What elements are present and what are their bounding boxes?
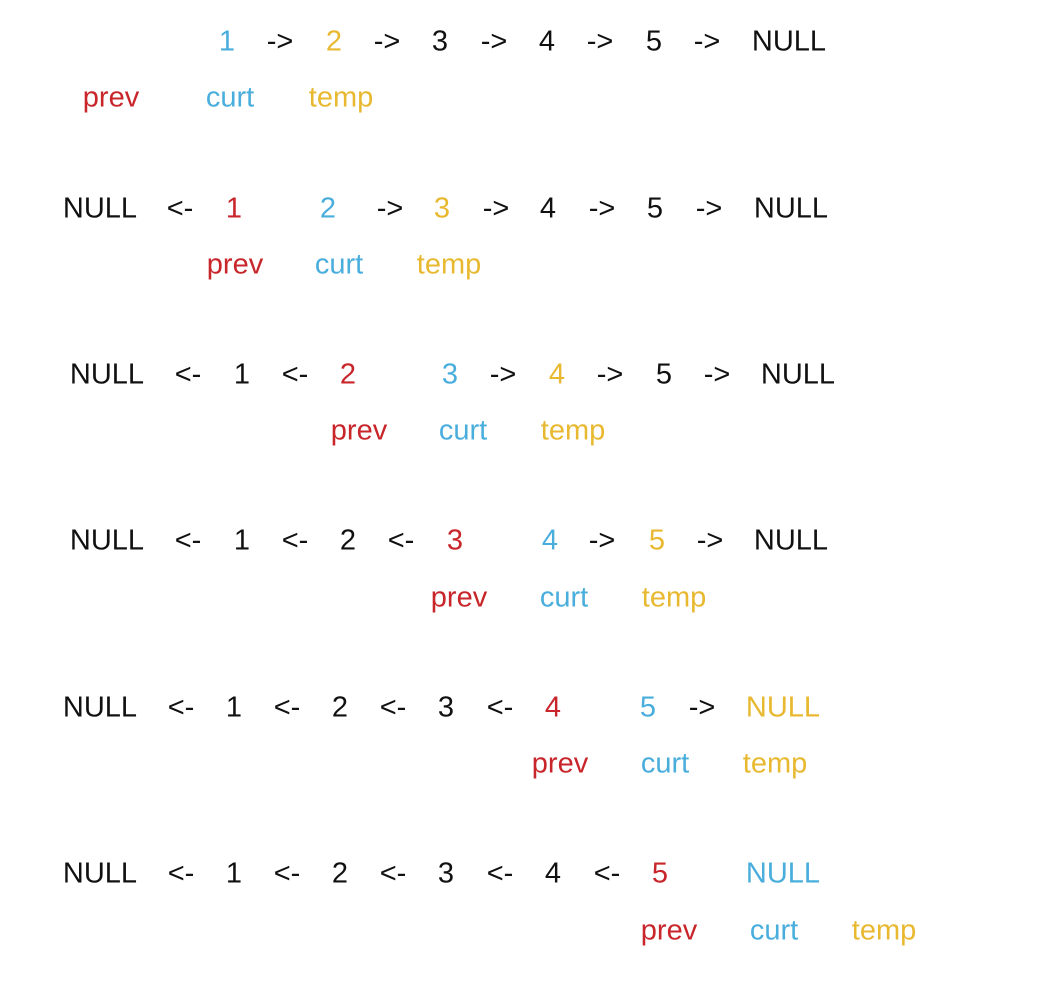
temp-pointer-label: temp: [742, 747, 808, 780]
list-node: 4: [541, 524, 559, 557]
curt-pointer-label: curt: [640, 747, 690, 780]
null-node: NULL: [753, 192, 829, 225]
null-node: NULL: [62, 691, 138, 724]
null-node: NULL: [69, 358, 145, 391]
list-node: 3: [433, 192, 451, 225]
curt-pointer-label: curt: [749, 914, 799, 947]
prev-pointer-label: prev: [206, 248, 264, 281]
list-node: 1: [225, 691, 243, 724]
right-arrow: ->: [588, 192, 616, 225]
temp-pointer-label: temp: [641, 581, 707, 614]
list-node: 2: [325, 25, 343, 58]
null-node: NULL: [751, 25, 827, 58]
list-node: 5: [648, 524, 666, 557]
right-arrow: ->: [693, 25, 721, 58]
list-node: 5: [645, 25, 663, 58]
left-arrow: <-: [273, 857, 301, 890]
list-node: 2: [339, 358, 357, 391]
curt-pointer-label: curt: [205, 81, 255, 114]
null-node: NULL: [62, 192, 138, 225]
right-arrow: ->: [596, 358, 624, 391]
list-node: 1: [225, 192, 243, 225]
right-arrow: ->: [703, 358, 731, 391]
list-node: 5: [639, 691, 657, 724]
list-node: 3: [446, 524, 464, 557]
null-node: NULL: [745, 857, 821, 890]
left-arrow: <-: [486, 857, 514, 890]
list-node: 5: [655, 358, 673, 391]
list-node: 5: [651, 857, 669, 890]
null-node: NULL: [760, 358, 836, 391]
right-arrow: ->: [586, 25, 614, 58]
list-node: 2: [339, 524, 357, 557]
list-node: 2: [331, 691, 349, 724]
prev-pointer-label: prev: [640, 914, 698, 947]
list-node: 1: [225, 857, 243, 890]
list-node: 2: [331, 857, 349, 890]
list-node: 3: [431, 25, 449, 58]
right-arrow: ->: [695, 192, 723, 225]
list-node: 3: [437, 691, 455, 724]
null-node: NULL: [753, 524, 829, 557]
right-arrow: ->: [373, 25, 401, 58]
left-arrow: <-: [167, 691, 195, 724]
list-node: 3: [441, 358, 459, 391]
null-node: NULL: [62, 857, 138, 890]
right-arrow: ->: [480, 25, 508, 58]
left-arrow: <-: [379, 857, 407, 890]
right-arrow: ->: [489, 358, 517, 391]
curt-pointer-label: curt: [314, 248, 364, 281]
left-arrow: <-: [486, 691, 514, 724]
right-arrow: ->: [588, 524, 616, 557]
right-arrow: ->: [688, 691, 716, 724]
curt-pointer-label: curt: [539, 581, 589, 614]
left-arrow: <-: [379, 691, 407, 724]
left-arrow: <-: [281, 524, 309, 557]
list-node: 1: [218, 25, 236, 58]
null-node: NULL: [745, 691, 821, 724]
list-node: 4: [544, 857, 562, 890]
right-arrow: ->: [376, 192, 404, 225]
prev-pointer-label: prev: [82, 81, 140, 114]
left-arrow: <-: [167, 857, 195, 890]
list-node: 2: [319, 192, 337, 225]
left-arrow: <-: [281, 358, 309, 391]
temp-pointer-label: temp: [416, 248, 482, 281]
left-arrow: <-: [174, 358, 202, 391]
list-node: 1: [233, 524, 251, 557]
null-node: NULL: [69, 524, 145, 557]
right-arrow: ->: [266, 25, 294, 58]
list-node: 5: [646, 192, 664, 225]
temp-pointer-label: temp: [851, 914, 917, 947]
left-arrow: <-: [387, 524, 415, 557]
left-arrow: <-: [593, 857, 621, 890]
left-arrow: <-: [166, 192, 194, 225]
prev-pointer-label: prev: [430, 581, 488, 614]
list-node: 4: [548, 358, 566, 391]
prev-pointer-label: prev: [531, 747, 589, 780]
temp-pointer-label: temp: [540, 414, 606, 447]
right-arrow: ->: [482, 192, 510, 225]
list-node: 4: [544, 691, 562, 724]
left-arrow: <-: [273, 691, 301, 724]
list-node: 4: [538, 25, 556, 58]
prev-pointer-label: prev: [330, 414, 388, 447]
list-node: 1: [233, 358, 251, 391]
right-arrow: ->: [696, 524, 724, 557]
list-node: 3: [437, 857, 455, 890]
temp-pointer-label: temp: [308, 81, 374, 114]
curt-pointer-label: curt: [438, 414, 488, 447]
list-node: 4: [539, 192, 557, 225]
left-arrow: <-: [174, 524, 202, 557]
